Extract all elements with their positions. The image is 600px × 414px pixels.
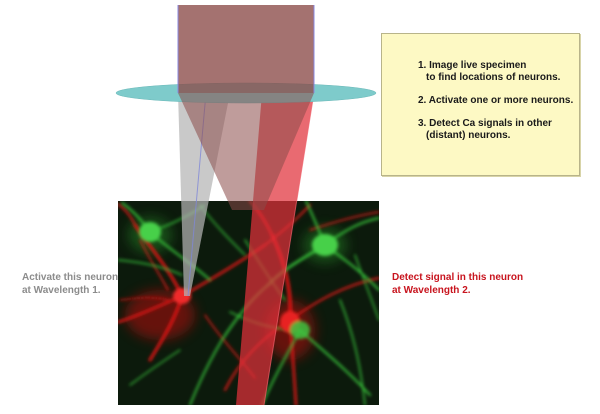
step-1-line-1: 1. Image live specimen	[418, 60, 527, 71]
detect-label-line-2: at Wavelength 2.	[392, 284, 471, 296]
green-neuron-soma-left	[139, 222, 161, 242]
step-1: 1. Image live specimen to find locations…	[418, 60, 569, 84]
green-neuron-soma-bottom	[290, 321, 310, 339]
activate-neuron-label: Activate this neuron at Wavelength 1.	[22, 272, 118, 297]
step-2-line-1: 2. Activate one or more neurons.	[418, 95, 574, 106]
activate-label-line-1: Activate this neuron	[22, 272, 119, 283]
detect-label-line-1: Detect signal in this neuron	[392, 272, 524, 283]
step-2: 2. Activate one or more neurons.	[418, 95, 574, 107]
imaging-beam-lower	[178, 93, 314, 210]
detection-beam-edge	[263, 92, 315, 406]
steps-box: 1. Image live specimen to find locations…	[381, 33, 580, 176]
detect-signal-label: Detect signal in this neuron at Waveleng…	[392, 272, 523, 297]
step-1-line-2: to find locations of neurons.	[426, 72, 561, 83]
step-3: 3. Detect Ca signals in other (distant) …	[418, 118, 569, 142]
activate-label-line-2: at Wavelength 1.	[22, 284, 101, 296]
step-3-line-1: 3. Detect Ca signals in other	[418, 118, 552, 129]
green-neuron-soma-right	[312, 234, 338, 256]
cell-bodies	[139, 222, 338, 339]
imaging-beam-upper	[178, 5, 314, 93]
step-3-line-2: (distant) neurons.	[426, 130, 511, 141]
